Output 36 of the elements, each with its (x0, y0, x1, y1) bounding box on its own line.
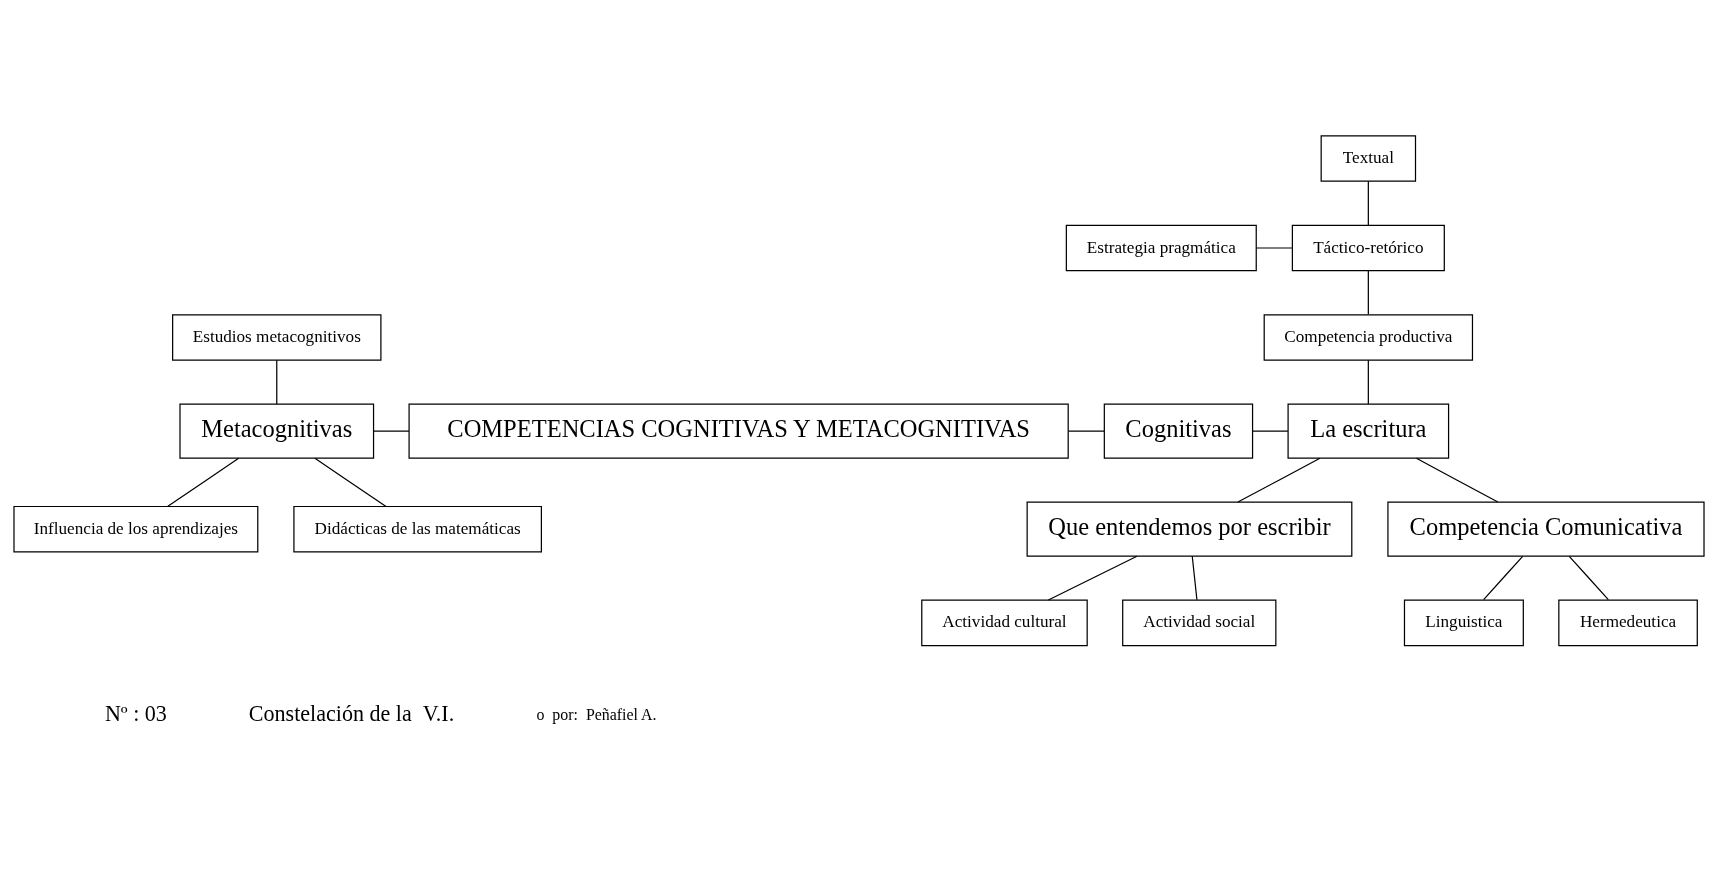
node-box: Táctico-retórico (1291, 224, 1445, 272)
label: o por: Peñafiel A. (535, 705, 657, 723)
node-box: Influencia de los aprendizajes (12, 505, 258, 553)
node-box: Hermedeutica (1557, 599, 1698, 647)
node-box: COMPETENCIAS COGNITIVAS Y METACOGNITIVAS (407, 403, 1069, 459)
node-box: Estrategia pragmática (1065, 224, 1257, 272)
node-box: La escritura (1286, 403, 1449, 459)
connector (1568, 555, 1609, 601)
node-box: Didácticas de las matemáticas (292, 505, 542, 553)
node-box: Competencia Comunicativa (1386, 501, 1705, 557)
connector (1255, 247, 1293, 249)
connector (275, 359, 277, 405)
connector (1251, 430, 1288, 432)
connector (1067, 430, 1105, 432)
node-box: Metacognitivas (178, 403, 374, 459)
connector (166, 457, 239, 507)
node-box: Estudios metacognitivos (171, 314, 381, 361)
connector (372, 430, 410, 432)
connector (1482, 555, 1523, 601)
node-box: Actividad cultural (920, 599, 1088, 647)
connector (1191, 555, 1198, 601)
node-box: Textual (1320, 135, 1416, 182)
connector (1236, 457, 1321, 503)
node-box: Linguistica (1403, 599, 1524, 647)
connector (1415, 457, 1498, 503)
connector (1047, 555, 1138, 601)
label: Nº : 03 (104, 700, 167, 726)
connector (313, 457, 386, 507)
node-box: Cognitivas (1103, 403, 1253, 459)
label: Constelación de la V.I. (248, 700, 454, 726)
node-box: Que entendemos por escribir (1026, 501, 1352, 557)
connector (1367, 270, 1369, 315)
connector (1367, 359, 1369, 405)
node-box: Competencia productiva (1263, 314, 1473, 361)
node-box: Actividad social (1121, 599, 1276, 647)
connector (1367, 180, 1369, 226)
